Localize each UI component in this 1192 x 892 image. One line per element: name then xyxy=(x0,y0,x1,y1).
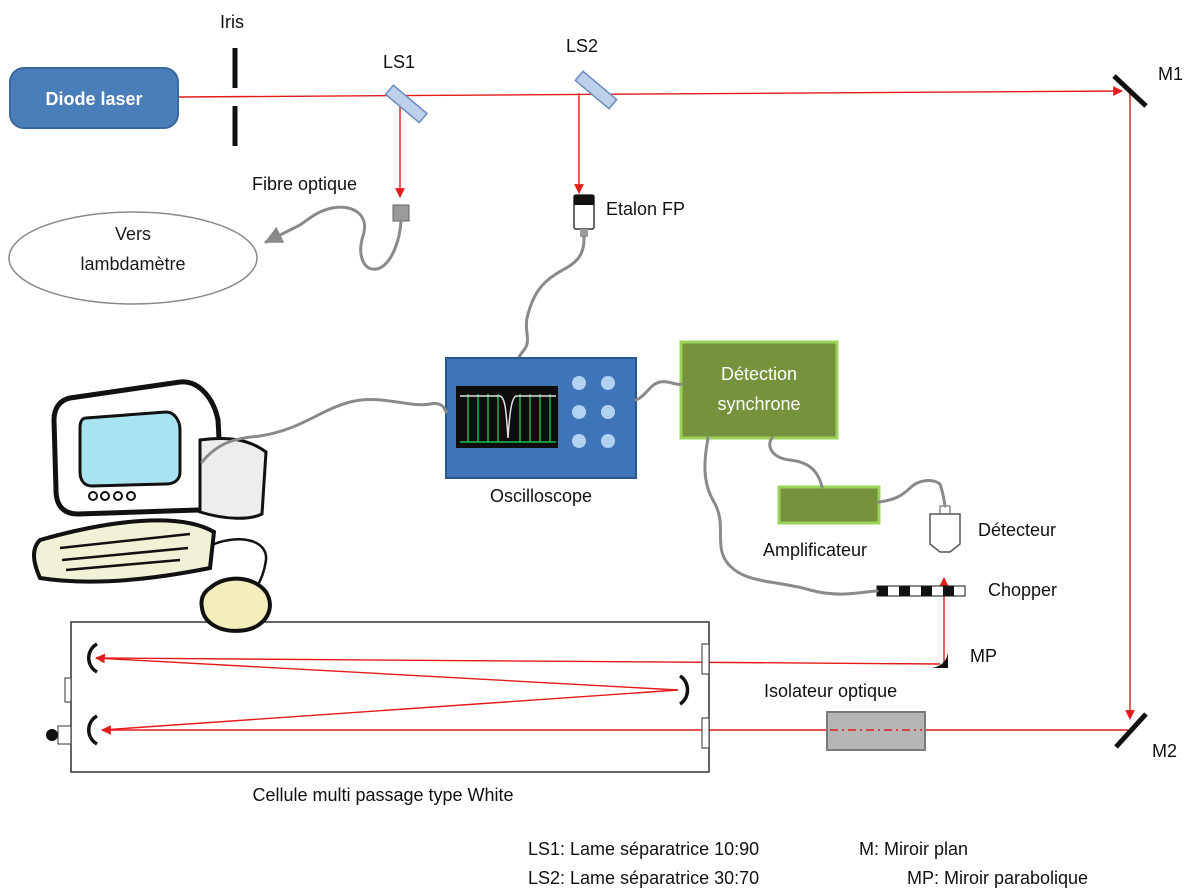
legend-m: M: Miroir plan xyxy=(859,839,968,859)
detection-label-1: Détection xyxy=(721,364,797,384)
wavemeter-ellipse: Vers lambdamètre xyxy=(8,211,258,305)
white-cell: Cellule multi passage type White xyxy=(46,621,710,805)
mp-label: MP xyxy=(970,646,997,666)
fibre-label: Fibre optique xyxy=(252,174,357,194)
optical-isolator: Isolateur optique xyxy=(764,681,926,751)
computer-clipart xyxy=(32,379,272,633)
detection-label-2: synchrone xyxy=(717,394,800,414)
vers-label: Vers xyxy=(115,224,151,244)
amplifier: Amplificateur xyxy=(763,485,881,560)
ls2-label: LS2 xyxy=(566,36,598,56)
chopper: Chopper xyxy=(876,580,1057,600)
chopper-label: Chopper xyxy=(988,580,1057,600)
legend-ls2: LS2: Lame séparatrice 30:70 xyxy=(528,868,759,888)
parabolic-mirror-mp: MP xyxy=(932,646,997,668)
legend-mp: MP: Miroir parabolique xyxy=(907,868,1088,888)
cellule-label: Cellule multi passage type White xyxy=(252,785,513,805)
beam-splitter-ls1: LS1 xyxy=(383,52,429,124)
detecteur-label: Détecteur xyxy=(978,520,1056,540)
iris: Iris xyxy=(220,12,244,146)
amplificateur-label: Amplificateur xyxy=(763,540,867,560)
lock-in-amplifier: Détection synchrone xyxy=(679,340,839,440)
iris-label: Iris xyxy=(220,12,244,32)
legend: LS1: Lame séparatrice 10:90 LS2: Lame sé… xyxy=(528,839,1088,888)
laser-beam-paths xyxy=(95,86,1135,735)
etalon-label: Etalon FP xyxy=(606,199,685,219)
ls1-label: LS1 xyxy=(383,52,415,72)
lambdametre-label: lambdamètre xyxy=(80,254,185,274)
diode-laser: Diode laser xyxy=(9,67,179,129)
detector: Détecteur xyxy=(929,505,1056,553)
optical-fibre: Fibre optique xyxy=(252,174,410,271)
beam-splitter-ls2: LS2 xyxy=(566,36,618,110)
m2-label: M2 xyxy=(1152,741,1177,761)
mirror-m1: M1 xyxy=(1112,64,1183,108)
etalon-fp: Etalon FP xyxy=(514,194,685,364)
diode-laser-label: Diode laser xyxy=(45,89,142,109)
isolateur-label: Isolateur optique xyxy=(764,681,897,701)
oscilloscope: Oscilloscope xyxy=(445,357,637,506)
m1-label: M1 xyxy=(1158,64,1183,84)
legend-ls1: LS1: Lame séparatrice 10:90 xyxy=(528,839,759,859)
mirror-m2: M2 xyxy=(1114,712,1177,761)
signal-cables xyxy=(200,380,947,596)
oscilloscope-label: Oscilloscope xyxy=(490,486,592,506)
